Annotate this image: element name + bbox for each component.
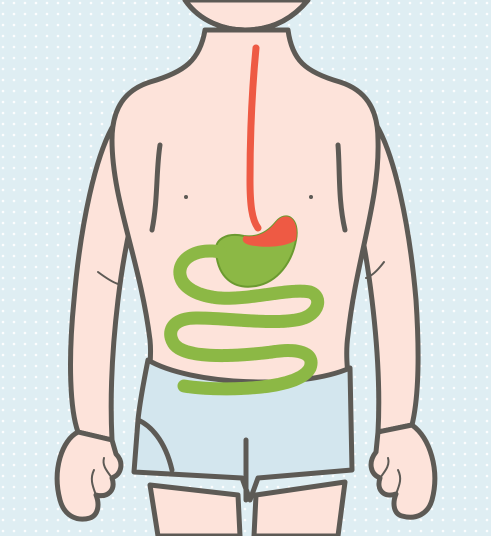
left-nipple	[184, 195, 188, 199]
torso	[112, 30, 378, 395]
right-nipple	[309, 195, 313, 199]
left-leg	[150, 485, 240, 536]
